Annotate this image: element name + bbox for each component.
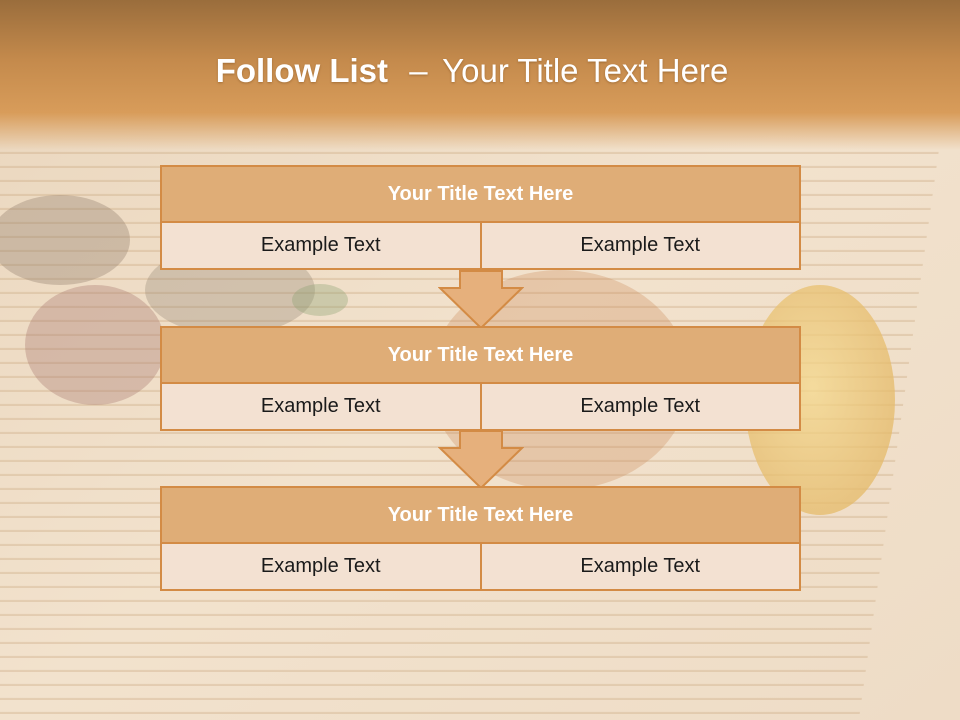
block-cell-right: Example Text — [479, 382, 801, 431]
list-block-2: Your Title Text Here Example Text Exampl… — [160, 326, 801, 431]
block-title: Your Title Text Here — [160, 326, 801, 384]
block-row: Example Text Example Text — [160, 382, 801, 431]
block-title: Your Title Text Here — [160, 165, 801, 223]
block-cell-right: Example Text — [479, 221, 801, 270]
block-cell-left: Example Text — [160, 221, 482, 270]
down-arrow-icon — [438, 270, 524, 330]
header-band — [0, 0, 960, 150]
block-row: Example Text Example Text — [160, 221, 801, 270]
slide-title-subtitle: Your Title Text Here — [442, 52, 729, 89]
slide-title: Follow List – Your Title Text Here — [0, 52, 944, 90]
down-arrow-icon — [438, 430, 524, 490]
slide-title-main: Follow List — [215, 52, 389, 89]
list-block-3: Your Title Text Here Example Text Exampl… — [160, 486, 801, 591]
block-row: Example Text Example Text — [160, 542, 801, 591]
block-cell-right: Example Text — [479, 542, 801, 591]
block-cell-left: Example Text — [160, 382, 482, 431]
list-block-1: Your Title Text Here Example Text Exampl… — [160, 165, 801, 270]
block-cell-left: Example Text — [160, 542, 482, 591]
block-title: Your Title Text Here — [160, 486, 801, 544]
slide-title-separator: – — [409, 52, 428, 89]
